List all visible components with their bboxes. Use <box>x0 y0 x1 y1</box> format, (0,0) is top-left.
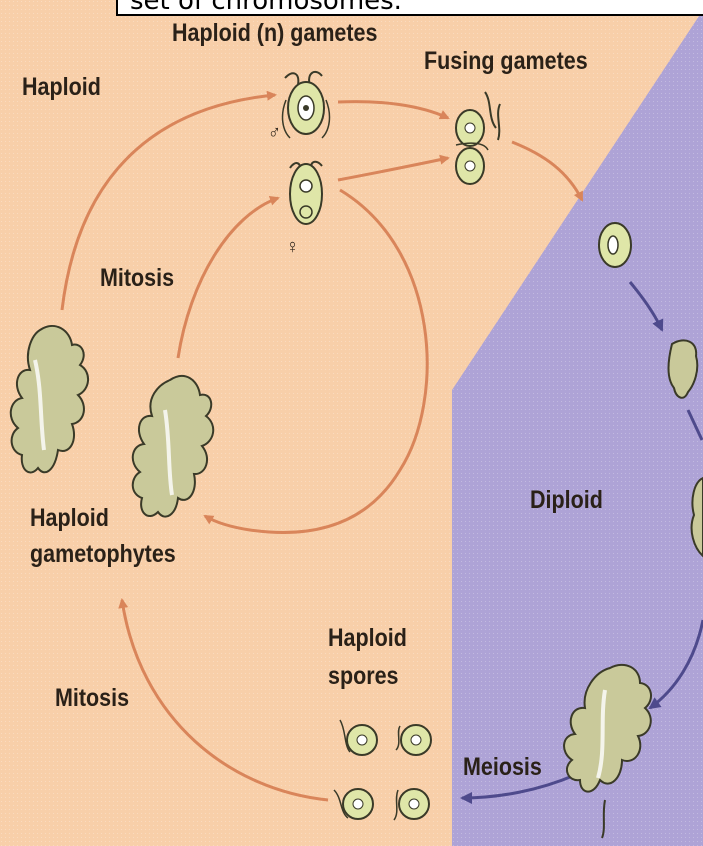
female-symbol: ♀ <box>286 232 299 262</box>
caption-box: set of chromosomes. <box>116 0 703 16</box>
label-diploid: Diploid <box>530 485 603 515</box>
label-meiosis: Meiosis <box>463 752 542 782</box>
label-fusing-gametes: Fusing gametes <box>424 46 588 76</box>
zygote <box>599 223 631 267</box>
label-haploid-spores-line2: spores <box>328 661 399 691</box>
female-gamete <box>290 162 322 224</box>
label-mitosis-lower: Mitosis <box>55 683 129 713</box>
label-haploid-gametes: Haploid (n) gametes <box>172 18 377 48</box>
label-haploid: Haploid <box>22 72 101 102</box>
label-haploid-gametophytes-line2: gametophytes <box>30 539 176 569</box>
label-haploid-gametophytes-line1: Haploid <box>30 503 109 533</box>
male-symbol: ♂ <box>268 118 281 148</box>
label-mitosis-upper: Mitosis <box>100 263 174 293</box>
label-haploid-spores-line1: Haploid <box>328 623 407 653</box>
caption-text: set of chromosomes. <box>130 0 402 16</box>
